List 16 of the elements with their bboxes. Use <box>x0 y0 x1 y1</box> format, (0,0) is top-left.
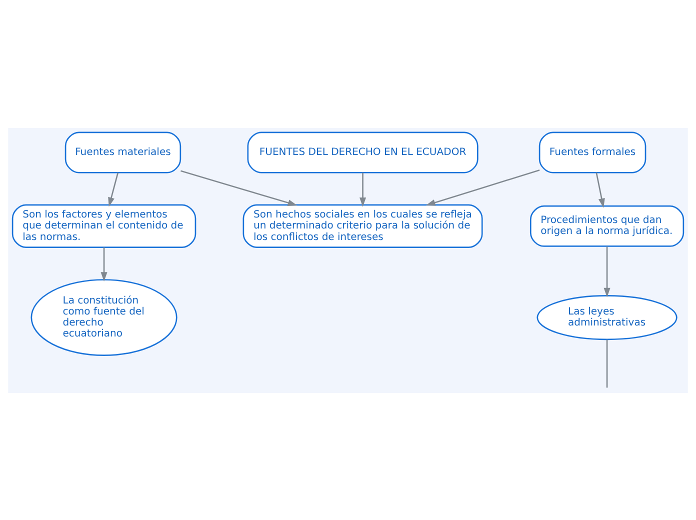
node-box: Procedimientos que dan origen a la norma jurídica. <box>530 204 684 246</box>
arrow <box>100 247 108 281</box>
node-box: Fuentes formales <box>538 131 646 173</box>
arrow <box>426 168 540 206</box>
arrow <box>360 172 366 206</box>
node-box: Fuentes materiales <box>64 131 182 173</box>
arrow <box>596 172 605 208</box>
node-box: Son hechos sociales en los cuales se refleja un determinado criterio para la solución de los conflictos de intereses <box>242 204 483 248</box>
arrow <box>180 170 298 206</box>
arrow <box>604 246 610 297</box>
node-box: Son los factores y elementos que determinan el contenido de las normas. <box>12 204 196 248</box>
node-ellipse: Las leyes administrativas <box>536 294 678 340</box>
node-ellipse: La constitución como fuente del derecho ecuatoriano <box>30 278 178 356</box>
connector <box>606 339 608 388</box>
node-box: FUENTES DEL DERECHO EN EL ECUADOR <box>247 131 478 173</box>
arrow <box>108 172 119 206</box>
